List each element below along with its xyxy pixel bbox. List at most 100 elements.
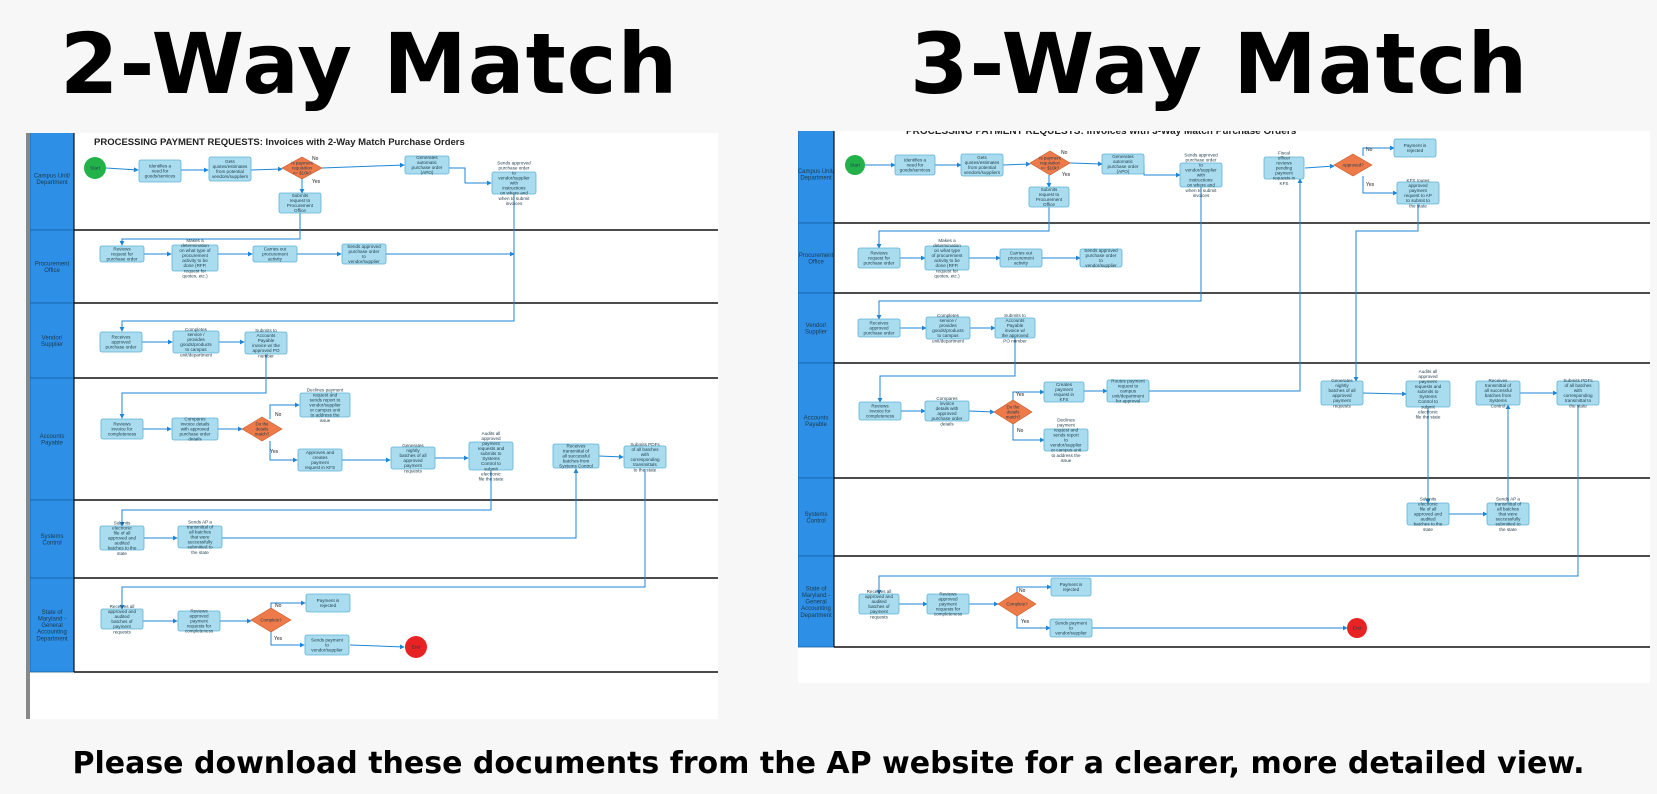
right-lane-label: Campus Unit/Department [798,169,834,182]
right-process-box [999,248,1043,268]
left-process-box [138,159,182,183]
left-process-box [171,417,219,441]
left-branch-label: No [275,603,282,609]
right-process-box [857,318,901,338]
left-process-box [491,171,537,195]
left-connector [598,454,624,460]
left-process-box [171,244,219,272]
title-3-way-match: 3-Way Match [910,15,1529,113]
left-lane-header [30,577,75,673]
right-branch-label: No [1366,147,1373,153]
right-process-box [1320,380,1364,406]
left-process-box [177,610,221,632]
right-branch-label: Yes [1366,182,1375,188]
left-connector [349,644,405,650]
right-process-box [858,401,902,421]
right-process-box [1049,618,1093,638]
right-process-box [1475,380,1521,406]
right-process-box [1101,153,1145,175]
right-lane-header [798,477,835,557]
right-lane-header [798,222,835,294]
right-process-box [926,593,970,615]
left-process-box [172,330,220,354]
left-decision-diamond [281,156,323,180]
left-process-box [305,593,351,613]
left-decision-diamond [241,416,283,442]
right-connector [1362,391,1407,397]
right-connector [1012,389,1045,400]
left-branch-label: Yes [274,636,283,642]
right-process-box [1393,138,1437,158]
left-connector [105,167,139,173]
left-branch-label: Yes [270,449,279,455]
right-process-box [1106,379,1150,403]
right-process-box [1028,186,1070,208]
right-terminal-label: End [1353,626,1362,631]
left-connector [222,468,579,539]
right-connector [1353,204,1419,382]
left-terminal-label: End [412,645,421,650]
right-decision-label: Approved? [1342,163,1364,168]
left-process-box [278,192,322,214]
right-connector [1012,424,1045,443]
left-terminal-label: Start [90,166,100,171]
right-decision-label: Complete? [1006,602,1028,607]
title-2-way-match: 2-Way Match [60,15,679,113]
right-connector [1143,164,1181,178]
right-lane-header [798,555,835,648]
left-connector [119,354,267,419]
right-process-box [1396,181,1440,205]
download-notice: Please download these documents from the… [72,746,1585,781]
left-process-box [297,448,343,472]
right-end-terminal [1347,618,1367,638]
left-branch-label: Yes [312,179,321,185]
right-connector [1069,161,1103,167]
left-process-box [244,331,288,355]
right-diagram-title: PROCESSING PAYMENT REQUESTS: Invoices wi… [906,131,1297,137]
right-decision-diamond [993,399,1033,425]
left-connector [270,632,305,648]
flowchart-3-way-match[interactable]: PROCESSING PAYMENT REQUESTS: Invoices wi… [798,131,1650,683]
left-connector [269,441,298,463]
right-branch-label: No [1019,588,1026,594]
left-lane-label: Vendor/Supplier [41,335,63,348]
flowchart-2-way-canvas: PROCESSING PAYMENT REQUESTS: Invoices wi… [30,133,718,673]
left-decision-label: Complete? [260,618,282,623]
right-process-box [1079,248,1123,268]
flowchart-2-way-match[interactable]: PROCESSING PAYMENT REQUESTS: Invoices wi… [26,133,718,719]
